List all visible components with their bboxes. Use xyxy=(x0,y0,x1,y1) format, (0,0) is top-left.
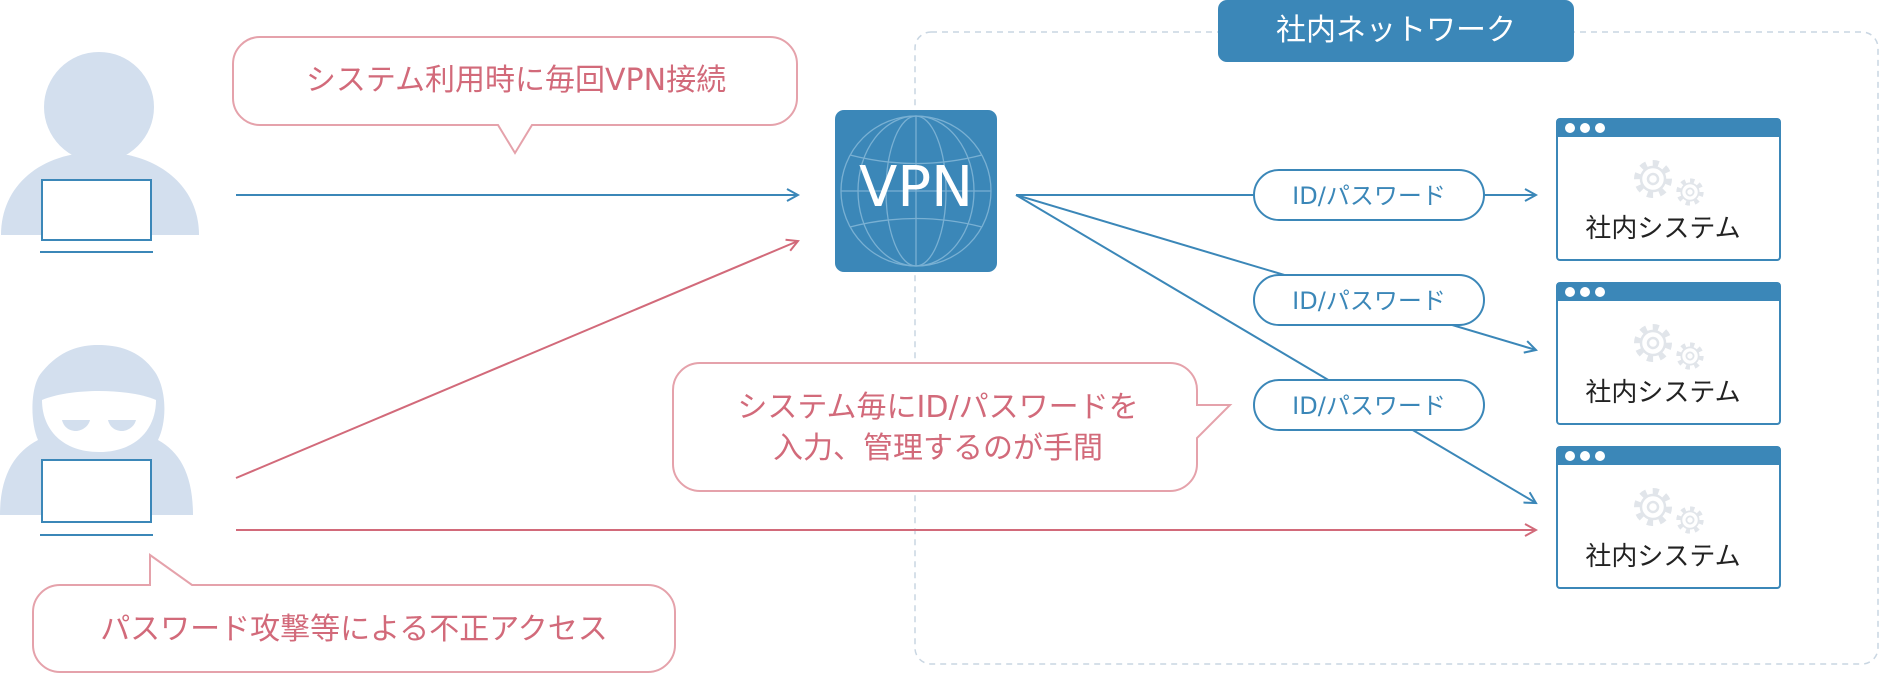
credential-pill-label: ID/パスワード xyxy=(1292,287,1446,315)
credential-pill-label: ID/パスワード xyxy=(1292,392,1446,420)
arrow-attacker-to-vpn xyxy=(235,241,798,479)
speech-bubble-attack: パスワード攻撃等による不正アクセス xyxy=(32,553,676,673)
laptop-icon xyxy=(41,459,152,523)
attacker-eye xyxy=(108,420,136,431)
attack-text: パスワード攻撃等による不正アクセス xyxy=(100,612,608,647)
id-management-line-1: システム毎にID/パスワードを xyxy=(737,390,1138,425)
system-window: 社内システム xyxy=(1556,446,1781,589)
system-label: 社内システム xyxy=(1585,378,1740,408)
speech-bubble-vpn-connect: システム利用時に毎回VPN接続 xyxy=(232,36,798,155)
vpn-label: VPN xyxy=(859,155,973,220)
system-window: 社内システム xyxy=(1556,282,1781,425)
attacker-figure xyxy=(0,345,193,536)
system-label: 社内システム xyxy=(1585,214,1740,244)
credential-pill-label: ID/パスワード xyxy=(1292,182,1446,210)
network-title-tab: 社内ネットワーク xyxy=(1218,0,1574,62)
user-figure xyxy=(1,52,199,253)
vpn-gateway: VPN xyxy=(835,110,997,272)
vpn-connect-text: システム利用時に毎回VPN接続 xyxy=(306,63,726,98)
attacker-eye xyxy=(62,420,90,431)
system-window: 社内システム xyxy=(1556,118,1781,261)
laptop-icon xyxy=(41,179,152,241)
credential-pill: ID/パスワード xyxy=(1253,379,1485,431)
globe-icon xyxy=(840,115,992,267)
credential-pill: ID/パスワード xyxy=(1253,169,1485,221)
speech-bubble-id-management: システム毎にID/パスワードを 入力、管理するのが手間 xyxy=(672,362,1233,492)
network-title: 社内ネットワーク xyxy=(1276,13,1516,48)
credential-pill: ID/パスワード xyxy=(1253,274,1485,326)
id-management-line-2: 入力、管理するのが手間 xyxy=(773,431,1103,466)
attacker-mask xyxy=(42,391,156,452)
system-label: 社内システム xyxy=(1585,542,1740,572)
